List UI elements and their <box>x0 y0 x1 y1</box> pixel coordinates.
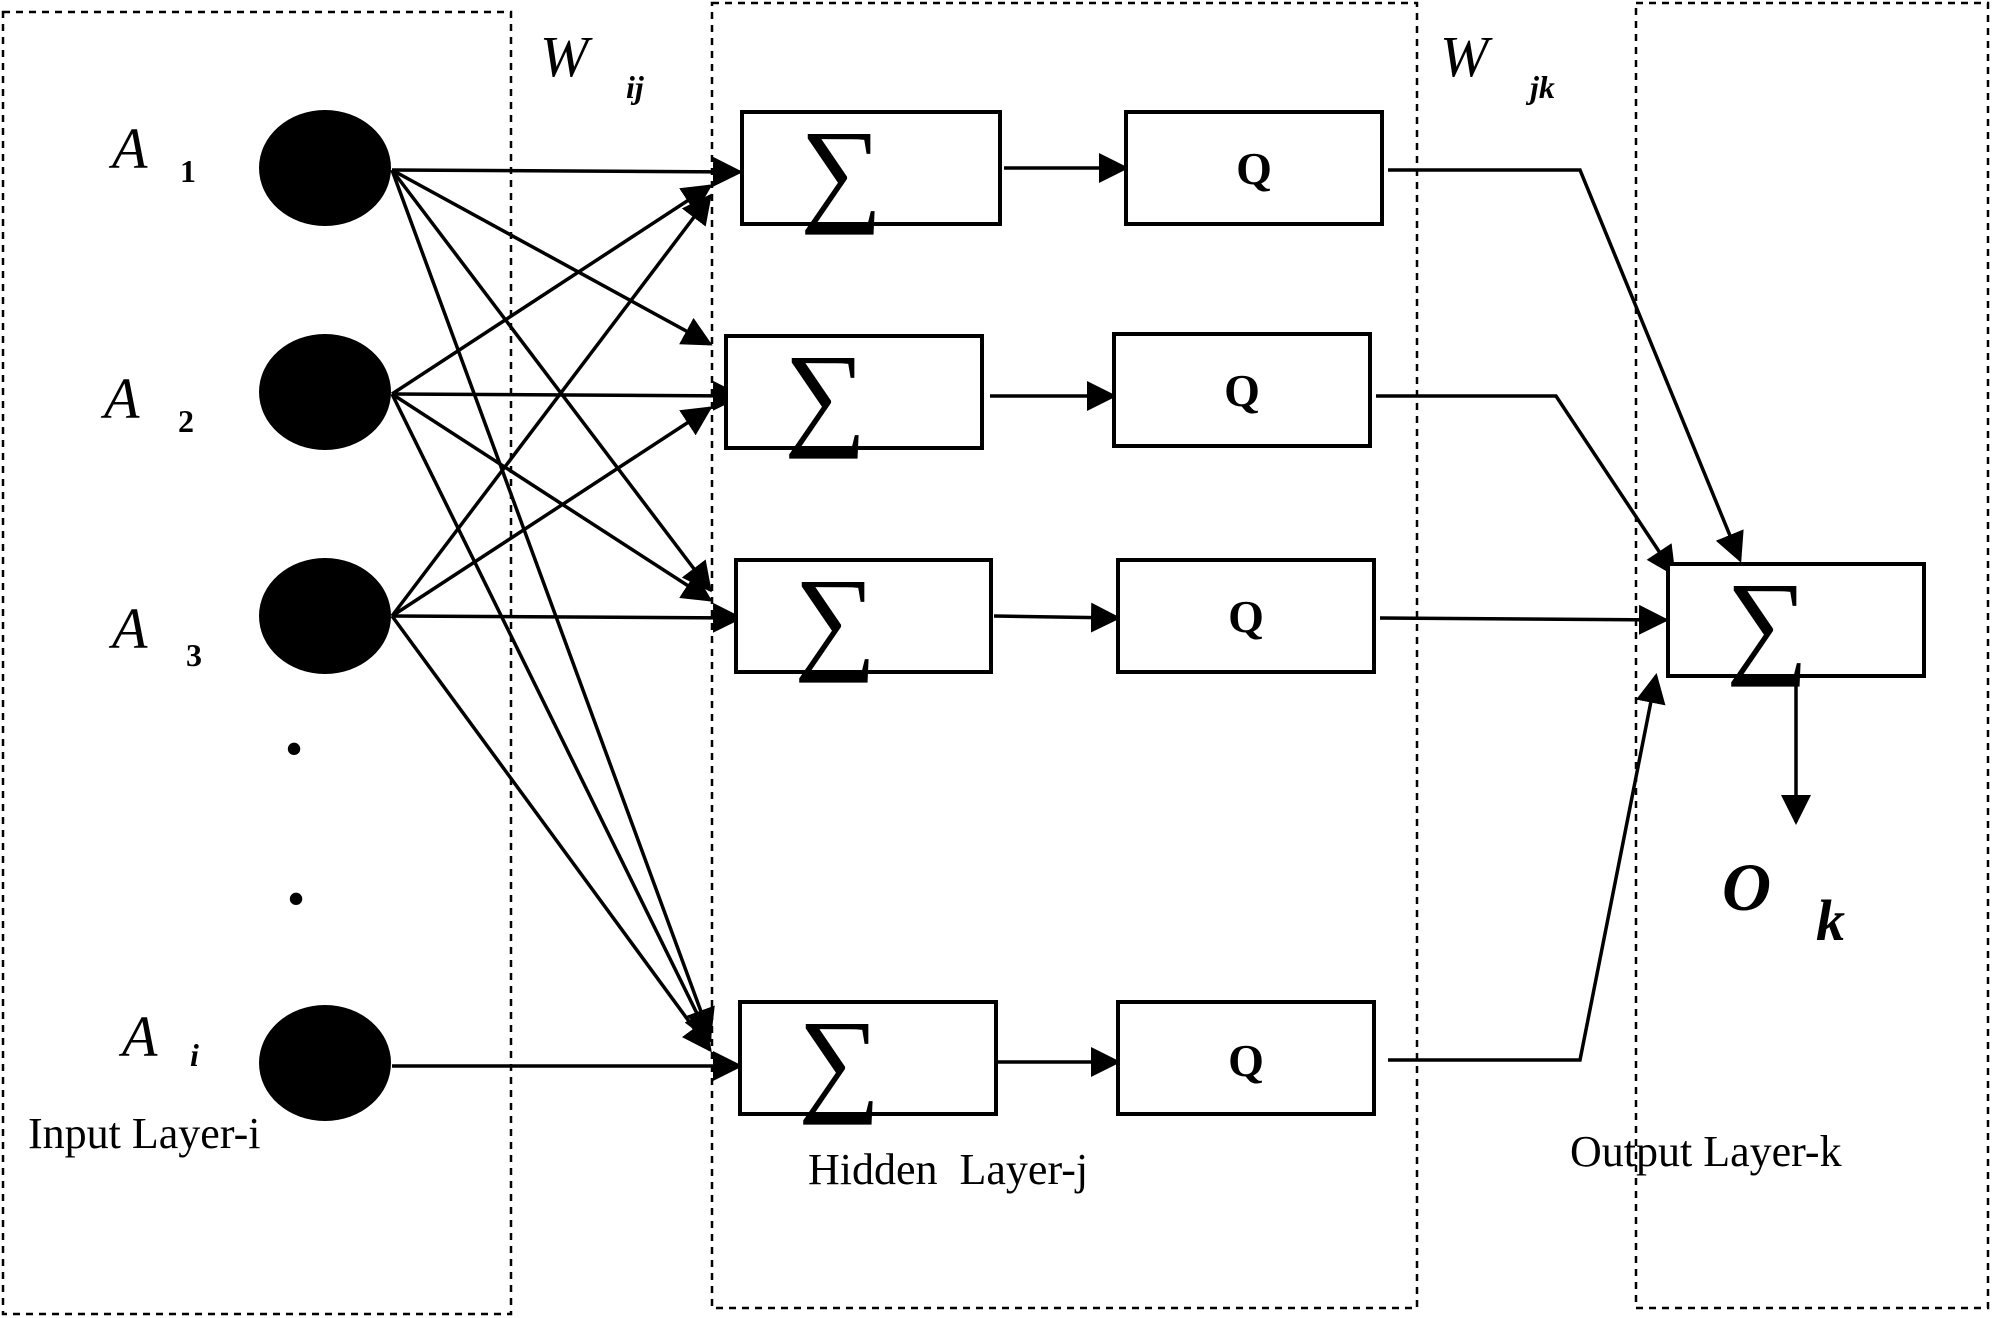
input-label-a2: A <box>100 366 140 431</box>
hidden-sum-box-1 <box>740 110 1002 226</box>
weight-sub-wjk: jk <box>1525 69 1555 105</box>
sigma-icon: ∑ <box>798 998 881 1126</box>
weight-sub-wij: ij <box>626 69 644 105</box>
connection-a1-h4 <box>390 169 715 1039</box>
input-label-a3: A <box>108 596 148 661</box>
connection-q4-output <box>1388 673 1666 1062</box>
activation-q-label-4: Q <box>1228 1035 1264 1086</box>
sigma-icon: ∑ <box>1726 560 1809 688</box>
hidden-layer-label: Hidden Layer-j <box>808 1145 1088 1194</box>
input-layer-panel <box>1 10 513 1316</box>
sigma-icon: ∑ <box>794 556 877 684</box>
activation-q-label-3: Q <box>1228 591 1264 642</box>
connection-a3-h2 <box>391 406 713 618</box>
input-layer-label: Input Layer-i <box>28 1109 260 1158</box>
input-label-ai: A <box>118 1004 158 1069</box>
connection-q1-output <box>1388 168 1744 563</box>
output-label-o: O <box>1722 849 1771 925</box>
output-layer-panel <box>1634 1 1990 1310</box>
connection-a1-h3 <box>390 168 712 593</box>
hidden-q-box-3 <box>1116 558 1376 674</box>
hidden-layer-panel <box>710 1 1419 1310</box>
connection-q2-output <box>1376 394 1676 577</box>
output-sub-k: k <box>1816 888 1845 953</box>
hidden-sum-box-2 <box>724 334 984 450</box>
connection-group <box>390 153 1811 1081</box>
activation-q-label-1: Q <box>1236 143 1272 194</box>
connection-a3-h3 <box>391 602 743 633</box>
input-sub-ai: i <box>190 1037 199 1073</box>
connection-a1-h2 <box>391 168 713 346</box>
connection-sum-q-3 <box>993 602 1121 633</box>
connection-a2-h1 <box>391 184 713 396</box>
hidden-sum-box-3 <box>734 558 993 674</box>
weight-label-wij: W <box>540 24 593 89</box>
sigma-icon: ∑ <box>800 108 883 236</box>
input-node-ai <box>259 1005 391 1121</box>
ellipsis-dot-2: • <box>288 873 304 924</box>
input-sub-a3: 3 <box>186 637 202 673</box>
input-node-a3 <box>259 558 391 674</box>
activation-q-label-2: Q <box>1224 365 1260 416</box>
hidden-q-box-1 <box>1124 110 1384 226</box>
hidden-sum-box-4 <box>738 1000 998 1116</box>
output-sum-box <box>1666 562 1926 678</box>
connection-a3-h1 <box>390 193 712 618</box>
connection-a1-h1 <box>391 156 743 187</box>
input-node-a2 <box>259 334 391 450</box>
connection-a2-h3 <box>391 392 713 602</box>
input-label-a1: A <box>108 116 148 181</box>
hidden-q-box-2 <box>1112 332 1372 448</box>
input-sub-a1: 1 <box>180 153 196 189</box>
connection-q3-output <box>1379 604 1669 635</box>
connection-a2-h2 <box>391 380 743 411</box>
connection-a3-h4 <box>390 614 712 1053</box>
ellipsis-dot-1: • <box>286 723 302 774</box>
connection-a2-h4 <box>390 393 712 1043</box>
weight-label-wjk: W <box>1440 24 1493 89</box>
hidden-q-box-4 <box>1116 1000 1376 1116</box>
input-sub-a2: 2 <box>178 403 194 439</box>
sigma-icon: ∑ <box>784 332 867 460</box>
input-node-a1 <box>259 110 391 226</box>
output-layer-label: Output Layer-k <box>1570 1127 1842 1176</box>
